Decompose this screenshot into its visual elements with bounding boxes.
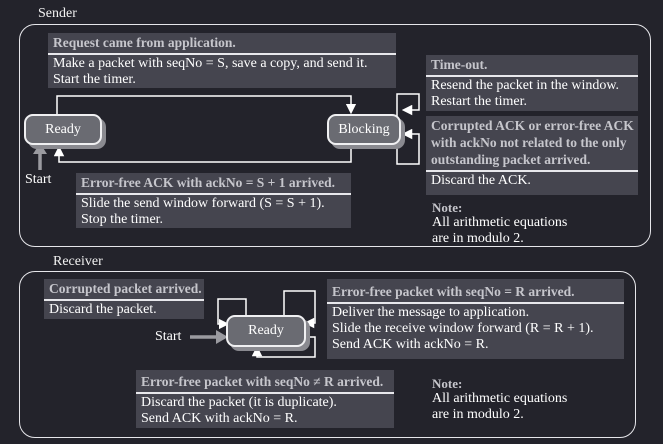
receiver-frame [19, 271, 636, 438]
sender-timeout-header: Time-out. [431, 57, 488, 72]
receiver-errorfree-header: Error-free packet with seqNo = R arrived… [332, 284, 575, 299]
arrow-receiver-duplicate-loop [251, 336, 316, 358]
arrow-blocking-corrupted-loop [396, 128, 420, 165]
receiver-state-ready: Ready [226, 315, 306, 347]
sender-state-ready: Ready [24, 114, 102, 145]
divider [426, 170, 638, 172]
divider [426, 75, 638, 77]
sender-request-header: Request came from application. [53, 35, 236, 50]
receiver-errorfree-box: Error-free packet with seqNo = R arrived… [327, 279, 624, 359]
divider [327, 302, 624, 304]
receiver-corrupted-box: Corrupted packet arrived. Discard the pa… [44, 279, 204, 319]
divider [76, 193, 351, 195]
receiver-start-label: Start [155, 329, 182, 344]
sender-corrupted-body: Discard the ACK. [431, 172, 531, 188]
receiver-corrupted-header: Corrupted packet arrived. [49, 281, 202, 296]
sender-timeout-box: Time-out. Resend the packet in the windo… [426, 55, 638, 111]
divider [136, 392, 394, 394]
sender-ack-body: Slide the send window forward (S = S + 1… [81, 195, 325, 227]
sender-title: Sender [35, 6, 80, 22]
sender-ack-box: Error-free ACK with ackNo = S + 1 arrive… [76, 173, 351, 228]
receiver-title: Receiver [50, 254, 106, 270]
sender-request-body: Make a packet with seqNo = S, save a cop… [53, 55, 368, 87]
sender-start-label: Start [25, 172, 52, 187]
sender-ack-header: Error-free ACK with ackNo = S + 1 arrive… [81, 175, 335, 190]
arrow-receiver-errorfree-loop [283, 290, 316, 329]
sender-corrupted-header: Corrupted ACK or error-free ACK with ack… [431, 118, 634, 167]
sender-note: Note: All arithmetic equations are in mo… [432, 200, 568, 246]
receiver-duplicate-header: Error-free packet with seqNo ≠ R arrived… [141, 374, 384, 389]
sender-timeout-body: Resend the packet in the window. Restart… [431, 77, 620, 109]
sender-frame [19, 24, 651, 247]
sender-request-box: Request came from application. Make a pa… [48, 33, 396, 88]
arrow-blocking-to-ready [53, 144, 352, 163]
arrow-receiver-corrupted-loop [217, 298, 247, 330]
receiver-corrupted-body: Discard the packet. [49, 301, 157, 317]
sender-state-blocking: Blocking [327, 114, 401, 145]
sender-note-title: Note: [432, 200, 463, 215]
divider [44, 299, 204, 301]
arrow-blocking-timeout-loop [396, 93, 420, 118]
receiver-duplicate-body: Discard the packet (it is duplicate). Se… [141, 394, 337, 426]
receiver-note-title: Note: [432, 376, 463, 391]
sender-corrupted-ack-box: Corrupted ACK or error-free ACK with ack… [426, 116, 638, 195]
receiver-duplicate-box: Error-free packet with seqNo ≠ R arrived… [136, 370, 394, 428]
arrow-ready-to-blocking [56, 95, 357, 116]
divider [48, 53, 396, 55]
receiver-note: Note: All arithmetic equations are in mo… [432, 376, 568, 422]
receiver-errorfree-body: Deliver the message to application. Slid… [332, 304, 594, 352]
